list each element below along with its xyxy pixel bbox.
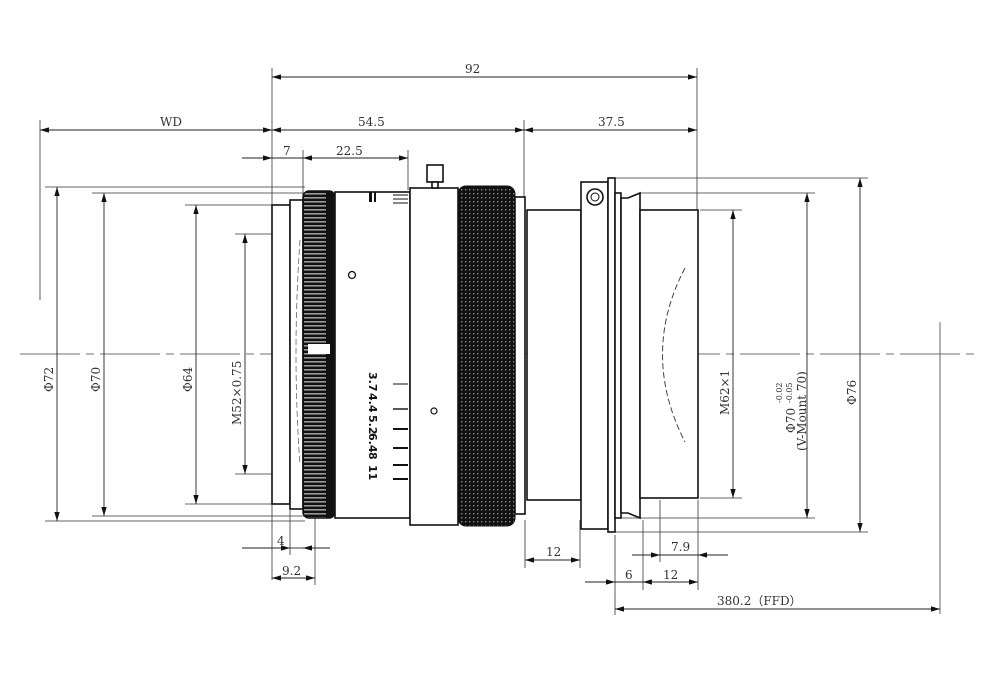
focus-grip-ring bbox=[302, 190, 336, 519]
dim-front-ring-depth: 9.2 bbox=[282, 564, 301, 578]
dim-front-section: 54.5 bbox=[358, 115, 385, 129]
dim-diameter-72: Φ72 bbox=[42, 367, 56, 392]
screw-icon bbox=[430, 407, 438, 415]
knurled-ring bbox=[457, 185, 516, 527]
dim-overall-length: 92 bbox=[465, 62, 480, 76]
dim-diameter-70: Φ70 bbox=[89, 367, 103, 392]
lock-screw-knob bbox=[426, 164, 444, 183]
dim-rear-step: 7.9 bbox=[671, 540, 690, 554]
dim-rear-section: 37.5 bbox=[598, 115, 625, 129]
dim-diameter-64: Φ64 bbox=[181, 367, 195, 392]
aperture-value: 8 bbox=[366, 452, 379, 460]
focus-mark bbox=[308, 344, 330, 354]
dim-mount-tol-lower: -0.05 bbox=[785, 382, 794, 403]
dim-filter-thread: M52×0.75 bbox=[230, 361, 244, 425]
dim-working-distance: WD bbox=[160, 115, 182, 129]
flange bbox=[607, 177, 616, 533]
aperture-scale: 3.7 4.4 5.2 6.4 8 11 bbox=[366, 372, 379, 480]
rear-lens-curve bbox=[662, 267, 686, 443]
aperture-barrel bbox=[334, 191, 411, 519]
dim-rear-thread: M62×1 bbox=[718, 370, 732, 415]
rear-tube bbox=[526, 209, 582, 501]
dim-mount-diameter: Φ70 bbox=[784, 408, 798, 433]
extension-lines bbox=[39, 68, 868, 615]
dim-front-offset: 7 bbox=[283, 144, 291, 158]
filter-ring bbox=[271, 204, 291, 505]
dim-mount-tol-upper: -0.02 bbox=[775, 382, 784, 403]
aperture-value: 4.4 bbox=[366, 393, 379, 413]
dim-ffd: 380.2（FFD） bbox=[717, 594, 802, 608]
dim-flange-offset: 6 bbox=[625, 568, 633, 582]
dimension-lines bbox=[40, 74, 940, 612]
aperture-value: 5.2 bbox=[366, 415, 379, 435]
aperture-value: 11 bbox=[366, 465, 379, 480]
dim-rear-tube: 12 bbox=[663, 568, 678, 582]
dim-mount-name: (V-Mount 70) bbox=[795, 371, 809, 451]
mount-clamp-ring bbox=[580, 181, 609, 530]
aperture-value: 6.4 bbox=[366, 433, 379, 453]
lock-ring bbox=[409, 187, 459, 526]
dimension-labels: 92 WD 54.5 37.5 7 22.5 4 9.2 12 7.9 6 12… bbox=[42, 62, 859, 608]
rear-barrel bbox=[639, 209, 699, 499]
hex-screw-icon bbox=[586, 188, 604, 206]
lens-body: 3.7 4.4 5.2 6.4 8 11 bbox=[271, 164, 699, 533]
dim-tube-length: 12 bbox=[546, 545, 561, 559]
front-ring bbox=[289, 199, 304, 510]
front-lens-curve bbox=[295, 239, 301, 466]
aperture-ticks bbox=[393, 383, 408, 480]
dim-focus-span: 22.5 bbox=[336, 144, 363, 158]
screw-icon bbox=[347, 270, 357, 280]
dim-thread-depth: 4 bbox=[277, 534, 285, 548]
aperture-value: 3.7 bbox=[366, 372, 379, 392]
mount-taper bbox=[620, 191, 641, 520]
dim-diameter-76: Φ76 bbox=[845, 380, 859, 405]
